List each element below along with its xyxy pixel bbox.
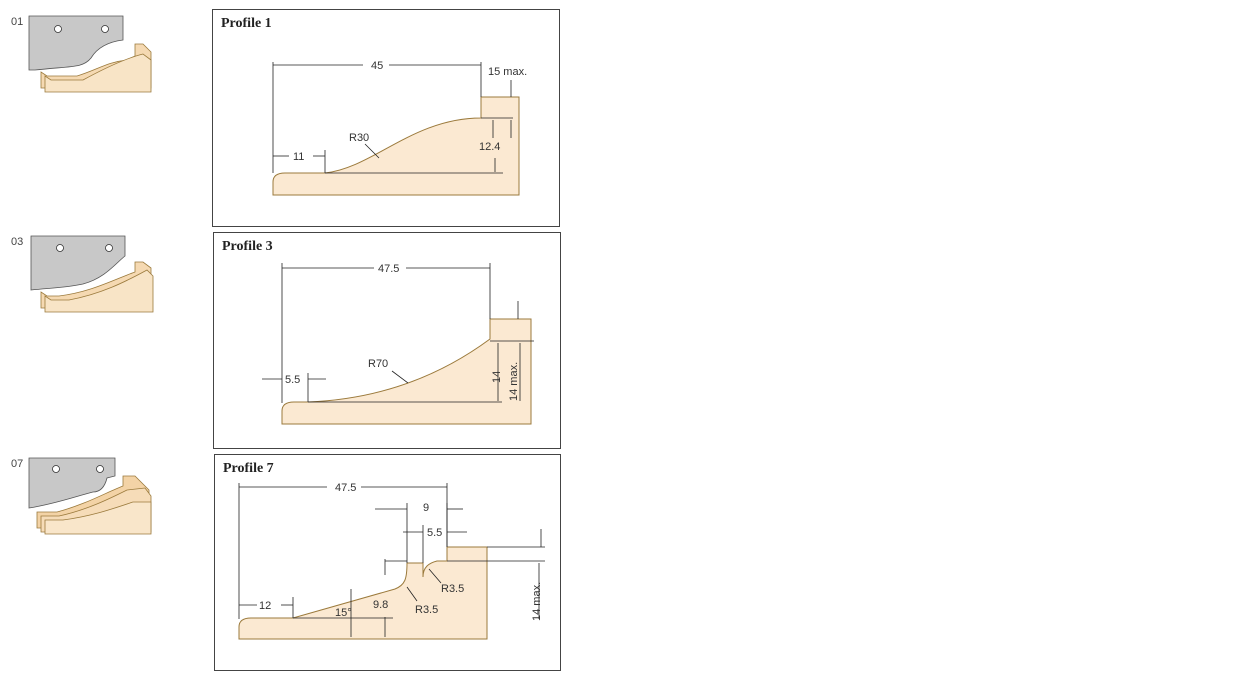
profile-code-07: 07 xyxy=(11,458,24,470)
dim-width: 45 xyxy=(371,60,383,72)
panel-title: Profile 7 xyxy=(223,461,274,476)
profile-panel-7: Profile 7 47.5 9 5.5 14 max. R3.5 R3.5 1… xyxy=(214,454,561,671)
dim-radius: R70 xyxy=(368,358,388,370)
dim-left: 11 xyxy=(293,151,304,163)
profile-3-drawing: 47.5 5.5 R70 14 14 max. xyxy=(262,263,534,425)
dim-height: 12.4 xyxy=(479,141,500,153)
dim-left: 12 xyxy=(259,600,271,612)
dim-left: 5.5 xyxy=(285,374,300,386)
cutter-thumbnail-01[interactable] xyxy=(27,14,157,96)
profile-code-01: 01 xyxy=(11,16,24,28)
profile-7-drawing: 47.5 9 5.5 14 max. R3.5 R3.5 12 15° 9.8 xyxy=(238,482,545,640)
panel-title: Profile 3 xyxy=(222,239,273,254)
dim-width: 47.5 xyxy=(335,482,356,494)
profile-panel-1: Profile 1 45 15 max. R30 11 12.4 xyxy=(212,9,560,227)
dim-width: 47.5 xyxy=(378,263,399,275)
dim-step-inner: 5.5 xyxy=(427,527,442,539)
cutter-thumbnail-03[interactable] xyxy=(29,234,159,316)
dim-height: 14 xyxy=(491,371,503,383)
dim-max: 15 max. xyxy=(488,66,527,78)
profile-code-03: 03 xyxy=(11,236,24,248)
dim-radius: R30 xyxy=(349,132,369,144)
profile-panel-3: Profile 3 47.5 5.5 R70 14 14 max. xyxy=(213,232,561,449)
dim-max: 14 max. xyxy=(508,362,520,401)
dim-step: 9 xyxy=(423,502,429,514)
panel-title: Profile 1 xyxy=(221,16,272,31)
dim-rise: 9.8 xyxy=(373,599,388,611)
dim-r-right: R3.5 xyxy=(441,583,464,595)
dim-angle: 15° xyxy=(335,607,352,619)
dim-max: 14 max. xyxy=(531,582,543,621)
cutter-thumbnail-07[interactable] xyxy=(27,456,157,538)
dim-r-left: R3.5 xyxy=(415,604,438,616)
profile-1-drawing: 45 15 max. R30 11 12.4 xyxy=(272,60,527,196)
